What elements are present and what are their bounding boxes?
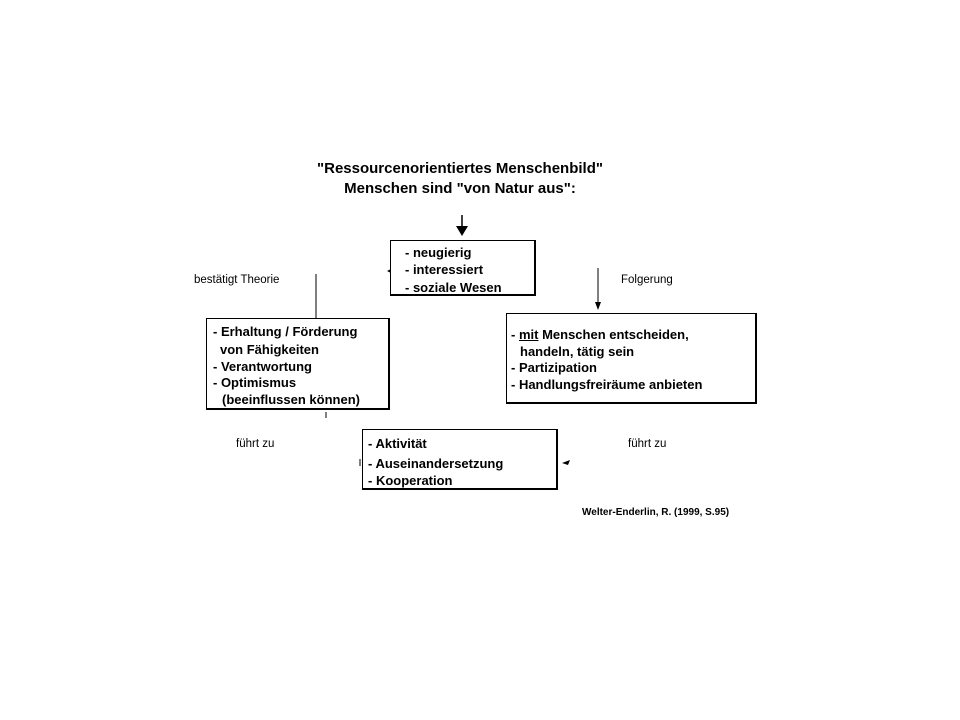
right-box-first-rest: Menschen entscheiden, <box>538 327 689 342</box>
left-box-item: von Fähigkeiten <box>220 342 319 357</box>
folgerung-arrow-head <box>595 302 601 310</box>
bottom-box-item: - Kooperation <box>368 473 453 488</box>
bottom-box-item: - Aktivität <box>368 436 427 451</box>
diagram-title: "Ressourcenorientiertes Menschenbild" <box>317 160 603 177</box>
right-box-underlined-word: mit <box>518 327 539 342</box>
fuehrt-zu-right-label: führt zu <box>628 438 667 450</box>
left-box-item: - Optimismus <box>213 375 297 390</box>
right-box-dash: - <box>511 327 519 342</box>
bottom-right-arrow <box>562 460 570 465</box>
bestaetigt-theorie-label: bestätigt Theorie <box>194 274 280 286</box>
right-box-item: handeln, tätig sein <box>520 344 635 359</box>
right-box-item: - Handlungsfreiräume anbieten <box>511 377 703 392</box>
left-box-item: (beeinflussen können) <box>222 392 360 407</box>
fuehrt-zu-left-label: führt zu <box>236 438 275 450</box>
bottom-box <box>362 429 558 490</box>
top-box-item: - neugierig <box>405 245 472 260</box>
diagram-subtitle: Menschen sind "von Natur aus": <box>344 180 576 197</box>
left-box <box>206 318 390 410</box>
right-box-item: - Partizipation <box>511 360 597 375</box>
top-box-item: - interessiert <box>405 262 484 277</box>
right-box <box>506 313 757 404</box>
right-box-item-first: - mit Menschen entscheiden, <box>511 327 689 343</box>
title-arrow-head <box>456 226 468 236</box>
left-box-item: - Erhaltung / Förderung <box>213 324 358 339</box>
top-box-item: - soziale Wesen <box>405 280 502 295</box>
top-box <box>390 240 536 296</box>
folgerung-label: Folgerung <box>621 274 673 286</box>
bottom-box-item: - Auseinandersetzung <box>368 456 504 471</box>
citation: Welter-Enderlin, R. (1999, S.95) <box>582 507 730 518</box>
left-box-item: - Verantwortung <box>213 359 312 374</box>
